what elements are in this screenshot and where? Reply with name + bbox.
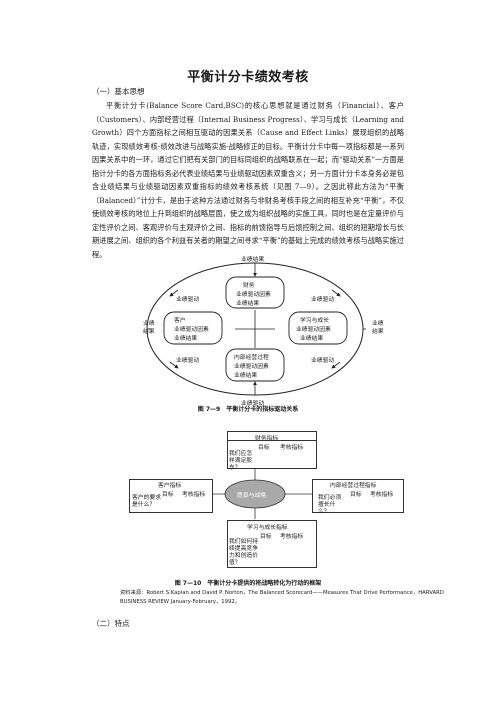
f2-customer-question: 客户的要求是什么？ (132, 495, 161, 508)
fig1-finance-title: 财务 (243, 283, 255, 289)
internal-process-indicator-box (312, 479, 404, 513)
f2-finance-question: 我们应怎样满足股东？ (229, 451, 253, 471)
figure2-source: 资料来源：Robert S.Kaplan and David P. Norton… (120, 590, 444, 605)
figure2-caption: 图 7—10 平衡计分卡提供的将战略转化为行动的框架 (174, 580, 322, 587)
f2-learning-title: 学习与成长指标 (247, 525, 288, 531)
f2-finance-col1: 目标 (258, 445, 270, 451)
f2-internal-col1: 目标 (350, 492, 362, 498)
f2-learning-col2: 考核指标 (280, 534, 304, 540)
fig1-right-label: 业绩 结果 (372, 321, 384, 335)
figure1-caption: 图 7—9 平衡计分卡的指标驱动关系 (197, 406, 299, 413)
f2-customer-col1: 目标 (162, 492, 174, 498)
fig1-learning-result: 业绩结果 (300, 336, 324, 342)
f2-internal-question: 我们必须擅长什么？ (318, 495, 342, 515)
f2-learning-question: 我们如何持续提高竞争力和创造价值？ (229, 539, 258, 566)
fig1-customer-title: 客户 (174, 318, 186, 324)
fig1-arrow-label-tr: 业绩驱动 (311, 297, 335, 303)
fig1-finance-driver: 业绩驱动因素 (236, 292, 271, 298)
fig1-customer-driver: 业绩驱动因素 (174, 327, 209, 333)
body-paragraph: 平衡计分卡(Balance Score Card,BSC)的核心思想就是通过财务… (92, 101, 404, 259)
fig1-learning-driver: 业绩驱动因素 (296, 327, 331, 333)
f2-finance-col2: 考核指标 (280, 445, 304, 451)
f2-finance-title: 财务指标 (255, 436, 279, 442)
customer-indicator-box (129, 479, 213, 513)
fig1-internal-title: 内部经营过程 (234, 355, 269, 361)
fig1-internal-driver: 业绩驱动因素 (234, 364, 269, 370)
fig1-customer-result: 业绩结果 (174, 336, 198, 342)
fig1-arrow-label-tl: 业绩驱动 (176, 297, 200, 303)
f2-internal-title: 内部经营过程指标 (330, 483, 377, 489)
learning-growth-indicator-box (227, 520, 317, 568)
page-title: 平衡计分卡绩效考核 (187, 70, 309, 85)
finance-indicator-box (227, 431, 317, 469)
fig1-bottom-label: 业绩驱动 (241, 401, 265, 407)
f2-learning-col1: 目标 (260, 534, 272, 540)
fig1-left-label: 业绩 结果 (143, 321, 155, 335)
fig1-top-label: 业绩结果 (241, 257, 265, 263)
section-heading-features: （二）特点 (92, 619, 130, 628)
f2-customer-col2: 考核指标 (182, 492, 206, 498)
section-heading-basic-idea: （一）基本思想 (92, 87, 145, 96)
fig1-arrow-label-br: 业绩驱动 (311, 358, 335, 364)
fig1-arrow-label-bl: 业绩驱动 (176, 358, 200, 364)
f2-customer-title: 客户指标 (158, 483, 182, 489)
fig1-learning-title: 学习与成长 (300, 318, 329, 324)
fig1-finance-result: 业绩结果 (236, 301, 260, 307)
f2-internal-col2: 考核指标 (370, 492, 394, 498)
f2-center-label: 愿景与战略 (237, 493, 266, 499)
fig1-internal-result: 业绩结果 (234, 373, 258, 379)
